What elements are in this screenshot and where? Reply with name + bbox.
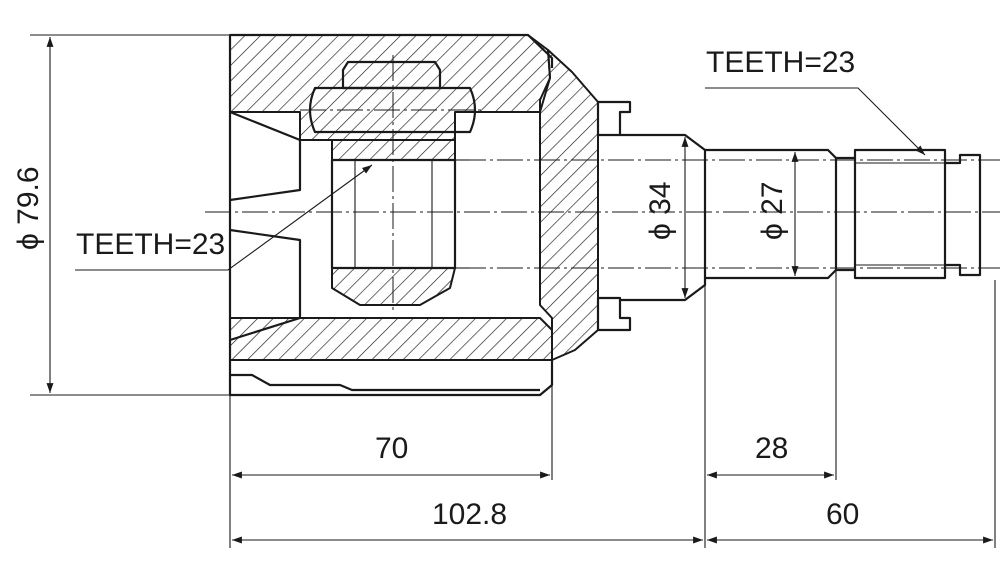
label-length-28: 28: [755, 432, 788, 465]
label-teeth-inner: TEETH=23: [76, 228, 225, 261]
shaft-section-34: [620, 133, 707, 302]
tripod-roller-cap: [341, 60, 442, 90]
housing-bottom-wall: [229, 317, 553, 361]
label-length-102-8: 102.8: [432, 498, 507, 531]
housing-bottom-lip: [230, 373, 540, 392]
leader-inner-teeth: [75, 164, 373, 271]
label-length-60: 60: [826, 498, 859, 531]
label-outer-diameter: ϕ 79.6: [12, 166, 45, 250]
dimensions: [30, 34, 996, 548]
shaft-neck: [705, 148, 838, 280]
shaft-spline: [836, 148, 947, 280]
label-teeth-shaft: TEETH=23: [706, 46, 855, 79]
housing-outline: [228, 33, 554, 397]
housing-mouth: [229, 110, 302, 342]
housing-end-wall: [539, 49, 599, 361]
seal-ring: [596, 100, 632, 332]
stub-shaft: [596, 100, 982, 332]
shaft-end-collar: [945, 153, 982, 277]
label-diameter-27: ϕ 27: [756, 181, 789, 240]
leader-shaft-teeth: [705, 87, 926, 156]
tripod-roller: [308, 86, 477, 134]
label-length-70: 70: [375, 432, 408, 465]
label-diameter-34: ϕ 34: [644, 181, 677, 240]
